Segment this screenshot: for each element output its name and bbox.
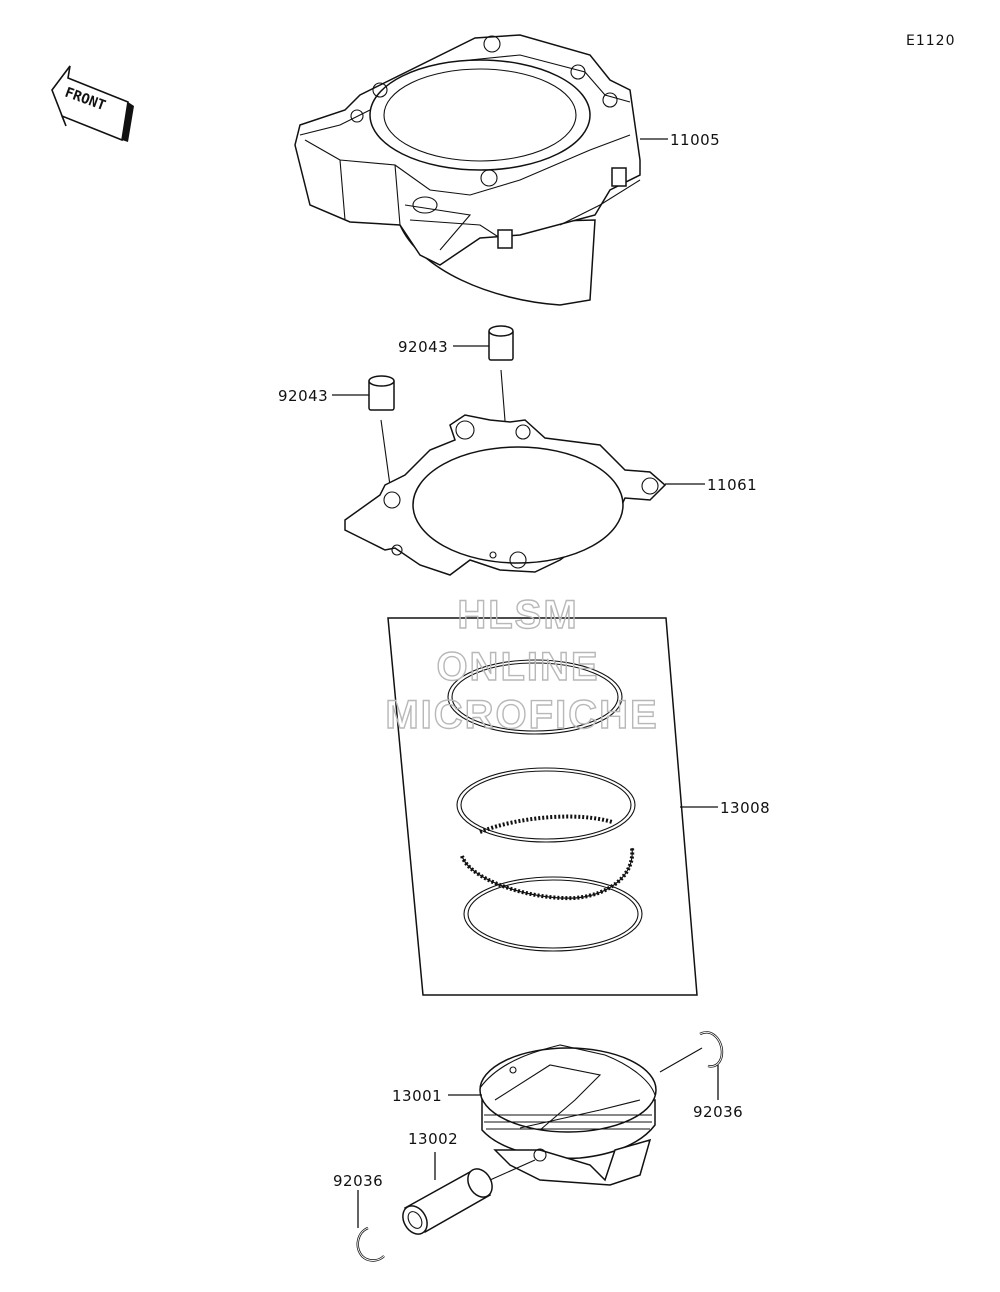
alignment-line-pin [489, 1159, 536, 1181]
snap-ring-right-illustration[interactable] [699, 1031, 724, 1068]
front-arrow-icon: FRONT [51, 65, 134, 142]
watermark-line-1: HLSM [457, 593, 578, 637]
dowel-pin-front-illustration[interactable] [368, 375, 395, 411]
watermark: HLSM ONLINE MICROFICHE [385, 592, 658, 737]
part-label-92036-right[interactable]: 92036 [693, 1103, 743, 1121]
alignment-line-snap-right [659, 1047, 703, 1073]
part-label-92043-front[interactable]: 92043 [278, 387, 328, 405]
part-label-13001[interactable]: 13001 [392, 1087, 442, 1105]
piston-ring-set-illustration[interactable] [387, 617, 698, 996]
part-label-13002[interactable]: 13002 [408, 1130, 458, 1148]
part-label-92043-rear[interactable]: 92043 [398, 338, 448, 356]
snap-ring-left-illustration[interactable] [356, 1226, 385, 1262]
watermark-line-3: MICROFICHE [385, 693, 658, 737]
dowel-pin-rear-illustration[interactable] [488, 325, 514, 361]
part-label-11061[interactable]: 11061 [707, 476, 757, 494]
piston-illustration[interactable] [479, 1044, 657, 1186]
part-label-11005[interactable]: 11005 [670, 131, 720, 149]
watermark-line-2: ONLINE [436, 645, 599, 689]
part-label-92036-left[interactable]: 92036 [333, 1172, 383, 1190]
cylinder-gasket-illustration[interactable] [344, 414, 667, 576]
part-label-13008[interactable]: 13008 [720, 799, 770, 817]
cylinder-illustration[interactable] [294, 34, 641, 306]
diagram-code: E1120 [906, 33, 955, 49]
piston-pin-illustration[interactable] [398, 1165, 497, 1239]
